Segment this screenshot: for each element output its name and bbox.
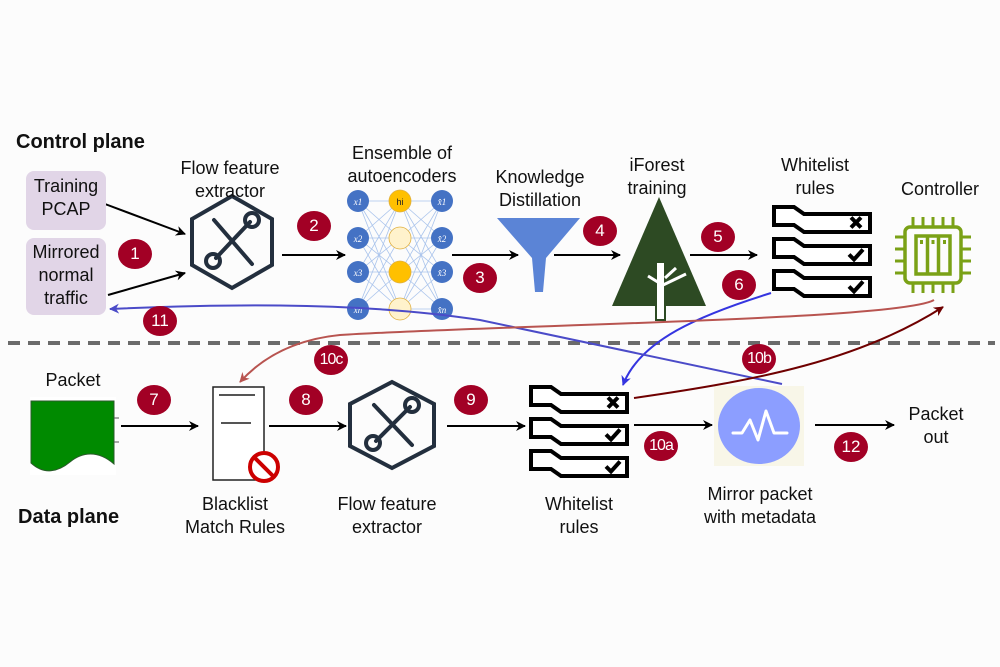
deny-x-icon <box>606 396 620 409</box>
step-badge-10a: 10a <box>644 431 678 461</box>
rule-row <box>529 449 629 478</box>
output-neuron-label: x̂2 <box>437 234 447 244</box>
deny-x-icon <box>849 216 863 229</box>
mirrored-traffic-line1: Mirrored <box>32 242 100 262</box>
rule-row <box>529 385 629 414</box>
allow-check-icon <box>847 280 865 295</box>
prohibited-icon <box>248 451 280 483</box>
step-badge-6: 6 <box>722 270 756 300</box>
input-neuron-label: x1 <box>353 197 363 207</box>
step-badge-2: 2 <box>297 211 331 241</box>
mirrored-traffic-line2: normal <box>38 265 94 285</box>
neural-network-icon: x1 hi x̂1 x2 x̂2 x3 x̂3 xn x̂n <box>347 189 453 321</box>
pulse-icon <box>714 386 804 466</box>
mirrored-traffic-box: Mirrored normal traffic <box>26 238 106 315</box>
cpu-chip-icon <box>895 217 971 293</box>
input-neuron-label: x2 <box>353 234 363 244</box>
arrow-mirrored-to-extractor <box>107 270 186 296</box>
input-neuron-label: xn <box>353 305 363 315</box>
arrow-6-whitelist-to-dataplane <box>621 292 772 386</box>
tree-icon <box>612 197 706 321</box>
packet-document-icon <box>30 397 119 475</box>
rule-row <box>772 205 872 234</box>
allow-check-icon <box>604 428 622 443</box>
step-badge-4: 4 <box>583 216 617 246</box>
output-neuron-label: x̂n <box>437 305 447 315</box>
rules-stack-icon <box>772 205 872 298</box>
allow-check-icon <box>604 460 622 475</box>
tools-hexagon-icon <box>348 379 436 471</box>
arrow-10c-controller-to-blacklist <box>239 299 935 383</box>
step-badge-11: 11 <box>143 306 177 336</box>
step-badge-9: 9 <box>454 385 488 415</box>
hidden-neuron <box>388 226 412 250</box>
input-neuron <box>347 190 369 212</box>
training-pcap-line1: Training <box>33 176 99 196</box>
step-badge-10b: 10b <box>742 344 776 374</box>
rule-row <box>772 237 872 266</box>
step-badge-3: 3 <box>463 263 497 293</box>
funnel-icon <box>497 218 580 292</box>
step-badge-8: 8 <box>289 385 323 415</box>
input-neuron <box>347 227 369 249</box>
input-neuron <box>347 261 369 283</box>
controller-label: Controller <box>900 179 980 199</box>
step-badge-12: 12 <box>834 432 868 462</box>
mirrored-traffic-line3: traffic <box>44 288 88 308</box>
step-badge-7: 7 <box>137 385 171 415</box>
step-badge-1: 1 <box>118 239 152 269</box>
hidden-neuron <box>388 297 412 321</box>
data-plane-title: Data plane <box>18 506 120 528</box>
arrow-10b-whitelist-to-controller <box>633 306 944 399</box>
allow-check-icon <box>847 248 865 263</box>
output-neuron-label: x̂1 <box>437 197 447 207</box>
input-neuron <box>347 298 369 320</box>
rule-row <box>529 417 629 446</box>
packet-label: Packet <box>45 370 101 390</box>
hidden-neuron <box>388 189 412 213</box>
step-badge-5: 5 <box>701 222 735 252</box>
training-pcap-line2: PCAP <box>41 199 91 219</box>
tools-hexagon-icon <box>190 193 274 291</box>
arrow-training-to-extractor <box>104 203 186 236</box>
output-neuron-label: x̂3 <box>437 268 447 278</box>
control-plane-title: Control plane <box>16 131 145 153</box>
training-pcap-box: Training PCAP <box>26 171 106 230</box>
rule-row <box>772 269 872 298</box>
output-neuron <box>431 190 453 212</box>
input-neuron-label: x3 <box>353 268 363 278</box>
blacklist-document-icon <box>212 386 280 483</box>
output-neuron <box>431 261 453 283</box>
rules-stack-icon <box>529 385 629 478</box>
output-neuron <box>431 227 453 249</box>
hidden-neuron <box>388 260 412 284</box>
step-badge-10c: 10c <box>314 345 348 375</box>
hidden-neuron-label: hi <box>396 197 403 207</box>
